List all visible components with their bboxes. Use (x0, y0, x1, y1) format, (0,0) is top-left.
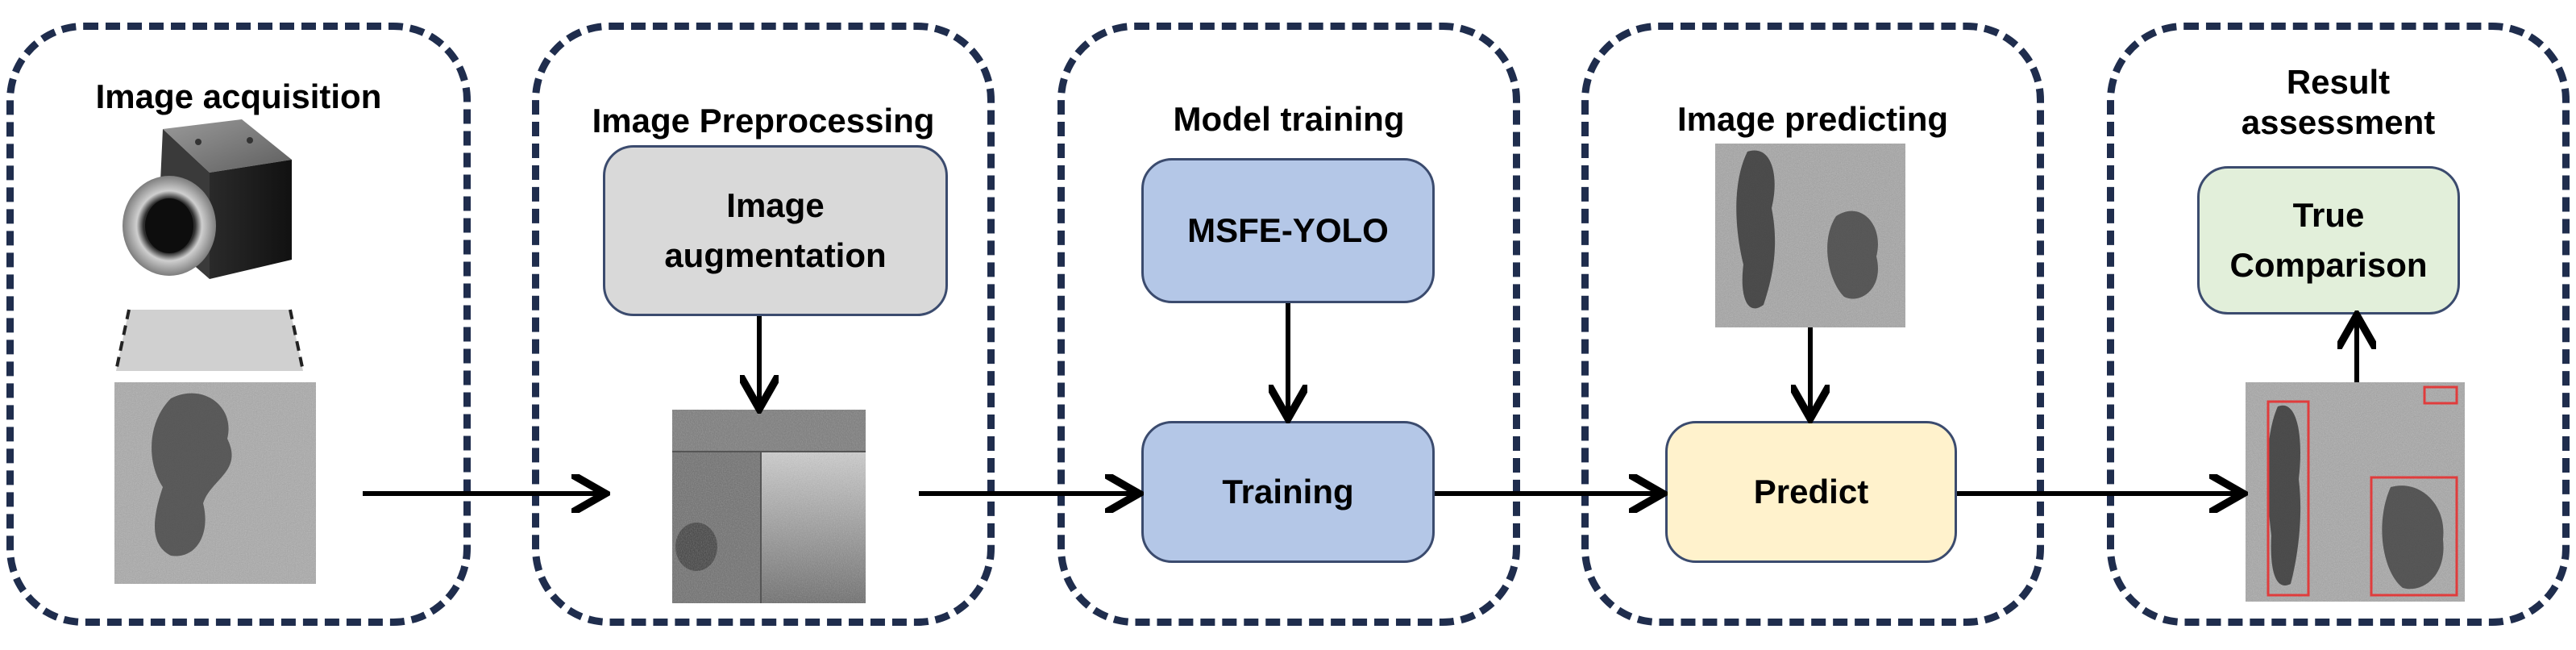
augmented-mosaic-image (672, 410, 866, 603)
camera-field-of-view (114, 309, 305, 372)
detection-result-image (2246, 382, 2465, 602)
detection-box-right (2370, 476, 2458, 597)
image-augmentation-label: Image augmentation (664, 186, 887, 274)
predict-box: Predict (1665, 421, 1957, 563)
detection-box-left (2266, 400, 2310, 597)
stage-title-result-assessment: Result assessment (2241, 63, 2436, 141)
stage-title-image-predicting: Image predicting (1676, 100, 1949, 138)
training-label: Training (1222, 473, 1354, 510)
predict-label: Predict (1753, 473, 1869, 510)
stage-title-image-preprocessing: Image Preprocessing (592, 102, 935, 140)
true-comparison-label: True Comparison (2229, 196, 2428, 284)
stage-title-model-training: Model training (1173, 100, 1405, 138)
industrial-camera-icon (123, 119, 292, 279)
stage-title-image-acquisition: Image acquisition (95, 77, 382, 115)
msfe-yolo-label: MSFE-YOLO (1187, 211, 1389, 249)
acquired-defect-image (114, 382, 316, 584)
training-box: Training (1141, 421, 1435, 563)
image-augmentation-box: Image augmentation (603, 145, 948, 316)
true-comparison-box: True Comparison (2197, 166, 2460, 315)
detection-box-small (2423, 385, 2458, 405)
prediction-input-image (1715, 144, 1905, 327)
msfe-yolo-box: MSFE-YOLO (1141, 158, 1435, 303)
